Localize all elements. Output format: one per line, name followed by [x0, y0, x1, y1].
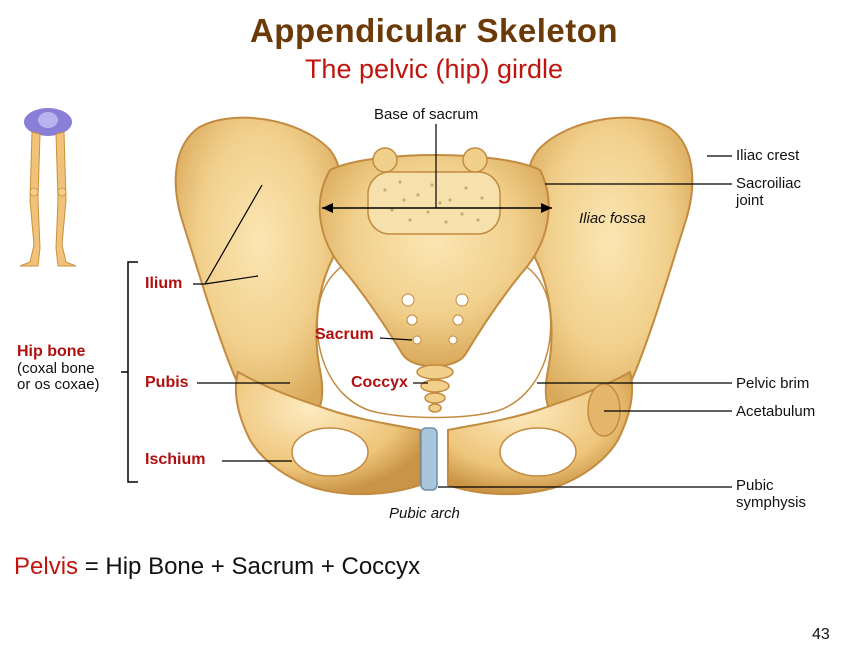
- label-base-of-sacrum: Base of sacrum: [374, 106, 479, 123]
- label-pubis: Pubis: [145, 374, 189, 391]
- label-iliac-fossa: Iliac fossa: [579, 210, 646, 227]
- hip-bone-heading: Hip bone: [17, 343, 86, 360]
- label-pelvic-brim: Pelvic brim: [736, 375, 810, 392]
- label-pubic-symphysis-1: Pubic: [736, 477, 774, 494]
- label-ischium: Ischium: [145, 451, 206, 468]
- pelvis-formula: Pelvis = Hip Bone + Sacrum + Coccyx: [14, 553, 420, 581]
- label-iliac-crest: Iliac crest: [736, 147, 800, 164]
- label-sacrum: Sacrum: [315, 326, 374, 343]
- label-sacroiliac-joint-2: joint: [736, 192, 764, 209]
- leader-lines: [193, 124, 732, 488]
- thumbnail-skeleton: [19, 108, 77, 267]
- formula-rest: = Hip Bone + Sacrum + Coccyx: [78, 553, 421, 580]
- hip-bone-sub-line2: or os coxae): [17, 376, 100, 393]
- label-ilium: Ilium: [145, 275, 183, 292]
- hip-bone-subtext: (coxal bone or os coxae): [17, 361, 127, 393]
- pubic-symphysis-cartilage: [420, 427, 438, 491]
- formula-pelvis: Pelvis: [14, 553, 79, 580]
- slide-subtitle: The pelvic (hip) girdle: [304, 54, 564, 84]
- label-acetabulum: Acetabulum: [736, 403, 816, 420]
- label-sacroiliac-joint-1: Sacroiliac: [736, 175, 802, 192]
- sacral-base: [367, 171, 501, 235]
- label-pubic-arch: Pubic arch: [389, 505, 460, 522]
- left-obturator-foramen: [291, 427, 369, 477]
- right-obturator-foramen: [499, 427, 577, 477]
- hip-bone-sub-line1: (coxal bone: [17, 360, 95, 377]
- acetabulum: [587, 383, 621, 437]
- page-number: 43: [812, 626, 830, 643]
- slide-title: Appendicular Skeleton: [249, 12, 619, 49]
- label-pubic-symphysis-2: symphysis: [736, 494, 807, 511]
- label-coccyx: Coccyx: [351, 374, 408, 391]
- right-ilium: [523, 116, 694, 427]
- left-ilium: [174, 116, 345, 427]
- hip-bone-bracket: [127, 261, 138, 483]
